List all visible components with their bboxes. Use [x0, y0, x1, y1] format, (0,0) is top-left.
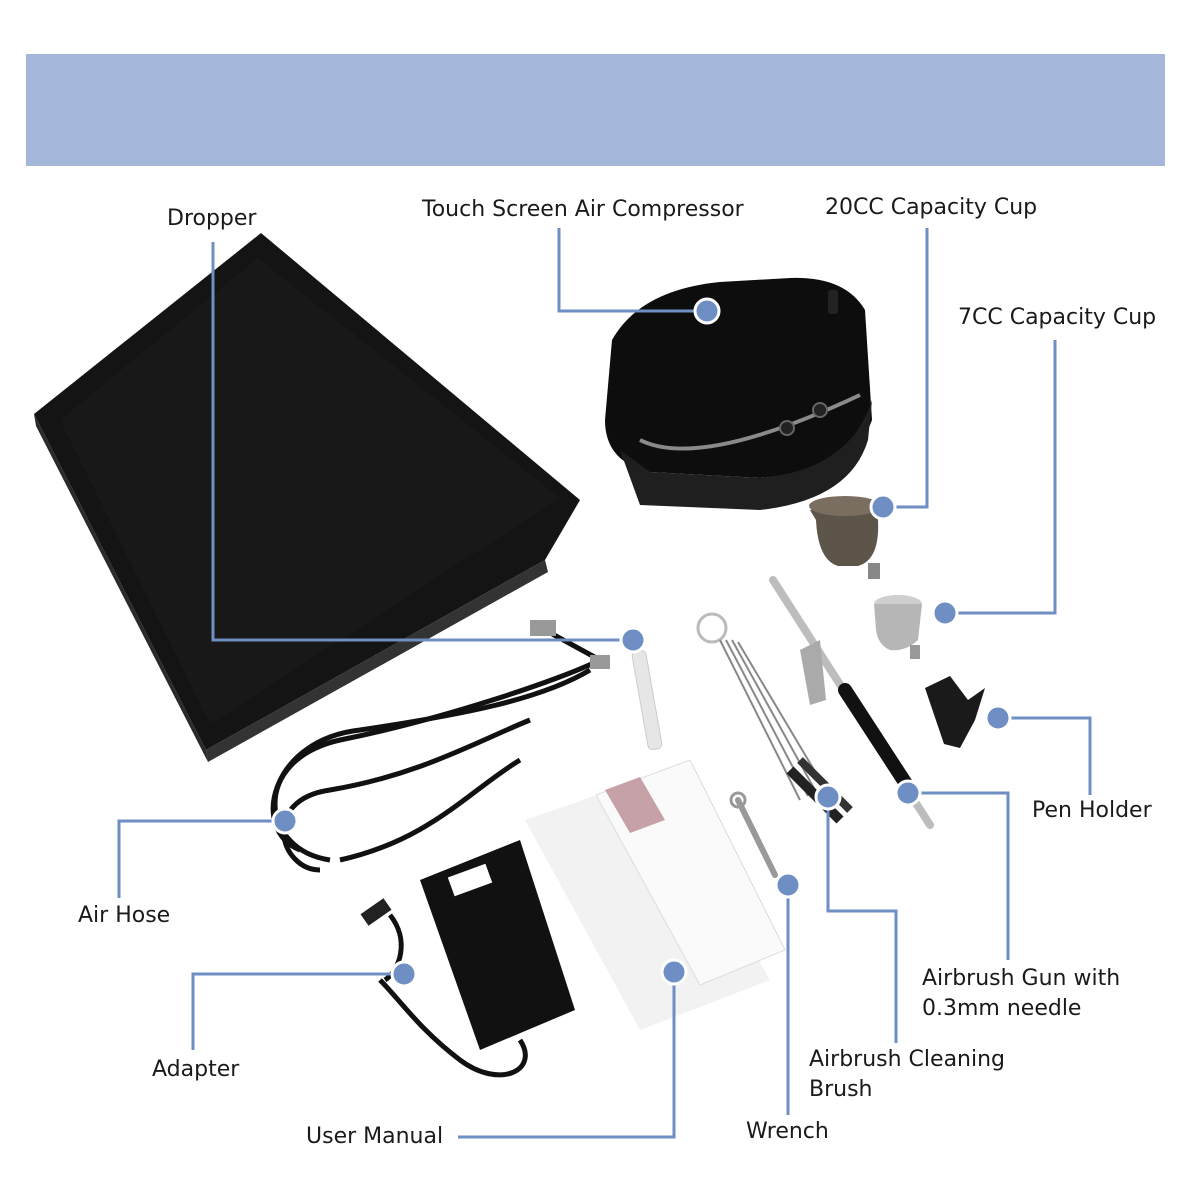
wrench-tool	[729, 791, 778, 878]
dot-wrench	[774, 871, 802, 899]
cup-7cc	[874, 595, 922, 659]
pen-holder	[925, 676, 985, 748]
label-compressor: Touch Screen Air Compressor	[422, 197, 744, 222]
dot-pen-holder	[984, 704, 1012, 732]
label-dropper: Dropper	[167, 206, 257, 231]
label-air-hose: Air Hose	[78, 903, 171, 928]
label-gun-line1: Airbrush Gun with	[922, 966, 1121, 991]
label-pen-holder: Pen Holder	[1032, 798, 1152, 823]
label-gun-line2: 0.3mm needle	[922, 996, 1082, 1021]
leader-dropper	[211, 242, 633, 642]
leader-cup7	[945, 340, 1057, 615]
dot-adapter	[390, 960, 418, 988]
marker-dots	[271, 297, 1012, 988]
leader-adapter	[191, 972, 404, 1050]
cup-20cc	[809, 496, 881, 579]
dot-air-hose	[271, 807, 299, 835]
leader-compressor	[557, 228, 707, 313]
dot-brush	[814, 783, 842, 811]
header-banner	[26, 54, 1165, 166]
dot-manual	[660, 958, 688, 986]
dot-compressor	[693, 297, 721, 325]
instruction-manual	[525, 759, 786, 1030]
power-adapter	[360, 840, 575, 1078]
leader-brush	[826, 797, 898, 1043]
label-adapter: Adapter	[152, 1057, 240, 1082]
dot-gun	[894, 779, 922, 807]
leader-cup20	[883, 228, 929, 509]
air-compressor	[605, 277, 872, 510]
dot-dropper	[619, 626, 647, 654]
label-wrench: Wrench	[746, 1119, 829, 1144]
dot-cup20	[869, 493, 897, 521]
leader-lines	[117, 228, 1092, 1139]
leader-air-hose	[117, 819, 285, 898]
label-cup20: 20CC Capacity Cup	[825, 195, 1038, 220]
leader-gun	[908, 791, 1010, 960]
gift-box	[34, 233, 580, 762]
label-brush-line1: Airbrush Cleaning	[809, 1047, 1006, 1072]
dropper	[631, 649, 663, 751]
label-cup7: 7CC Capacity Cup	[958, 305, 1157, 330]
label-user-manual: User Manual	[306, 1124, 444, 1149]
leader-pen-holder	[998, 716, 1092, 795]
label-brush-line2: Brush	[809, 1077, 873, 1102]
leader-manual	[458, 972, 676, 1139]
dot-cup7	[931, 599, 959, 627]
